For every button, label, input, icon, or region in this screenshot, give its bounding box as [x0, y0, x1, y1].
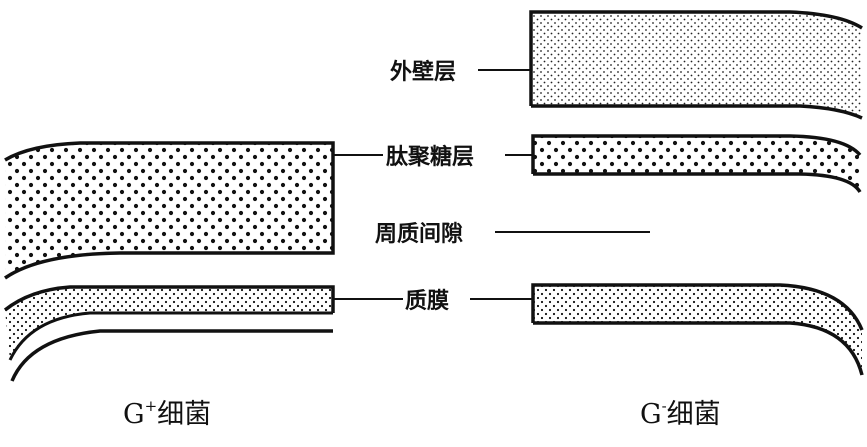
gram-positive-caption: G+细菌 — [123, 397, 211, 430]
gram-negative-plasma-membrane — [531, 283, 864, 376]
peptidoglycan-label: 肽聚糖层 — [386, 144, 474, 170]
outer-membrane-label: 外壁层 — [390, 59, 456, 85]
gram-positive-plasma-membrane — [3, 285, 335, 382]
periplasmic-space-label: 周质间隙 — [375, 222, 463, 247]
gram-negative-outer-membrane — [529, 10, 863, 120]
gram-positive-peptidoglycan-layer — [4, 141, 335, 280]
gram-negative-caption: G-细菌 — [640, 397, 721, 430]
gram-negative-peptidoglycan-layer — [531, 134, 862, 194]
plasma-membrane-label: 质膜 — [405, 289, 449, 314]
